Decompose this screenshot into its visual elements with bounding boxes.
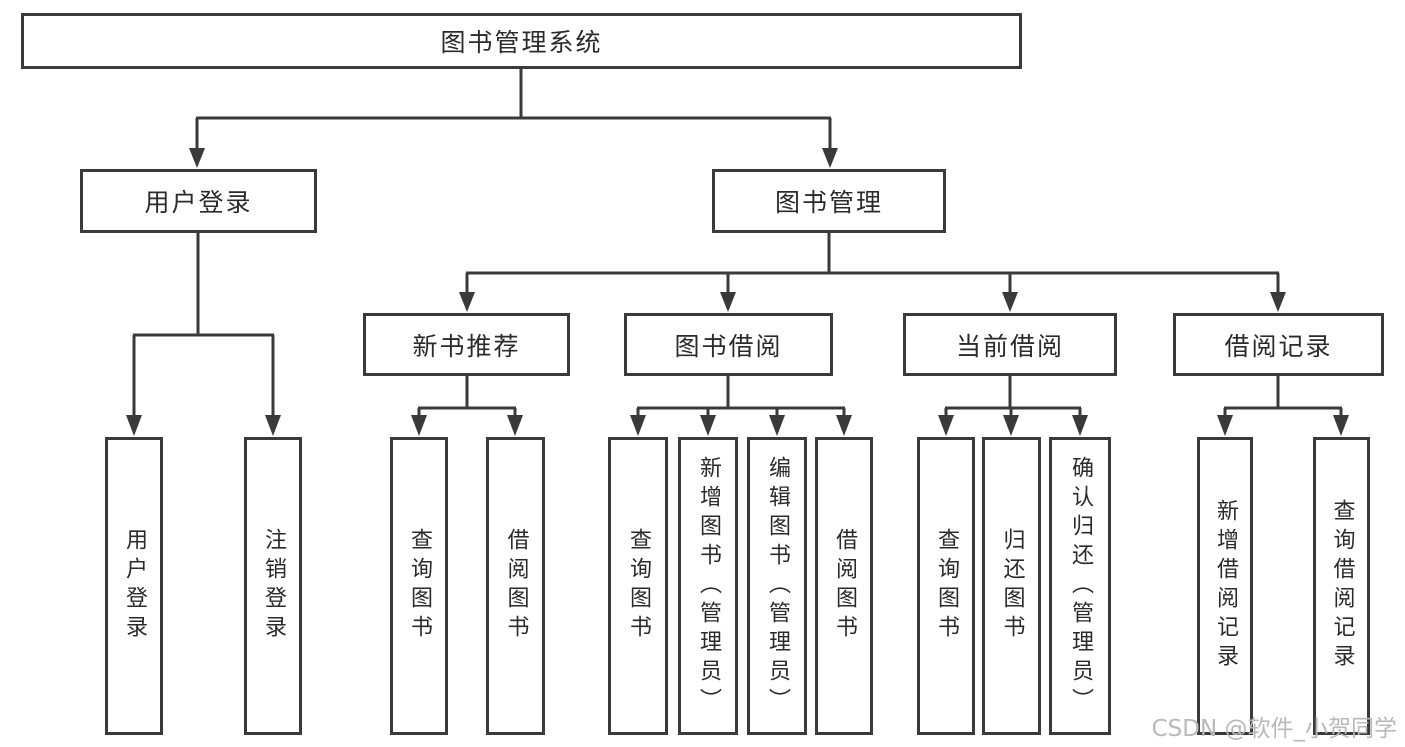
leaf-return-books: 归还图书	[982, 437, 1041, 735]
leaf-query-books-current-label: 查询图书	[934, 528, 959, 644]
watermark: CSDN @软件_小贺同学	[1151, 716, 1397, 742]
leaf-return-books-label: 归还图书	[999, 528, 1025, 644]
node-new-book-recommend: 新书推荐	[363, 313, 570, 376]
node-current-borrow: 当前借阅	[903, 313, 1117, 376]
node-user-login-label: 用户登录	[144, 188, 253, 217]
leaf-query-books-borrow: 查询图书	[608, 437, 668, 735]
leaf-query-books-current: 查询图书	[917, 437, 975, 735]
leaf-query-borrow-record-label: 查询借阅记录	[1329, 499, 1355, 673]
leaf-borrow-books-label: 借阅图书	[832, 528, 857, 644]
leaf-confirm-return-admin: 确认归还（管理员）	[1049, 437, 1111, 735]
leaf-query-borrow-record: 查询借阅记录	[1313, 437, 1370, 735]
leaf-query-books-recommend: 查询图书	[390, 437, 448, 735]
leaf-logout-label: 注销登录	[261, 528, 286, 644]
node-book-borrow: 图书借阅	[624, 313, 833, 376]
leaf-add-borrow-record-label: 新增借阅记录	[1213, 499, 1238, 673]
node-user-login: 用户登录	[80, 169, 317, 233]
leaf-query-books-recommend-label: 查询图书	[407, 528, 432, 644]
node-current-borrow-label: 当前借阅	[955, 331, 1064, 361]
node-book-management-label: 图书管理	[774, 188, 883, 217]
leaf-borrow-books-recommend: 借阅图书	[486, 437, 545, 735]
node-book-borrow-label: 图书借阅	[674, 331, 783, 361]
leaf-add-books-admin: 新增图书（管理员）	[678, 437, 738, 735]
node-borrow-records-label: 借阅记录	[1224, 331, 1333, 361]
node-borrow-records: 借阅记录	[1173, 313, 1384, 376]
leaf-add-borrow-record: 新增借阅记录	[1197, 437, 1253, 735]
leaf-query-books-borrow-label: 查询图书	[626, 528, 651, 644]
leaf-edit-books-admin: 编辑图书（管理员）	[747, 437, 807, 735]
leaf-add-books-admin-label: 新增图书（管理员）	[696, 455, 721, 717]
node-book-management: 图书管理	[712, 169, 946, 233]
leaf-borrow-books: 借阅图书	[815, 437, 873, 735]
node-root-label: 图书管理系统	[440, 28, 603, 57]
leaf-logout: 注销登录	[244, 437, 302, 735]
leaf-confirm-return-admin-label: 确认归还（管理员）	[1068, 455, 1093, 717]
leaf-user-login-label: 用户登录	[122, 528, 147, 644]
leaf-user-login: 用户登录	[105, 437, 163, 735]
node-root: 图书管理系统	[21, 13, 1022, 69]
leaf-borrow-books-recommend-label: 借阅图书	[503, 528, 529, 644]
node-new-book-recommend-label: 新书推荐	[412, 331, 521, 361]
leaf-edit-books-admin-label: 编辑图书（管理员）	[765, 455, 790, 717]
